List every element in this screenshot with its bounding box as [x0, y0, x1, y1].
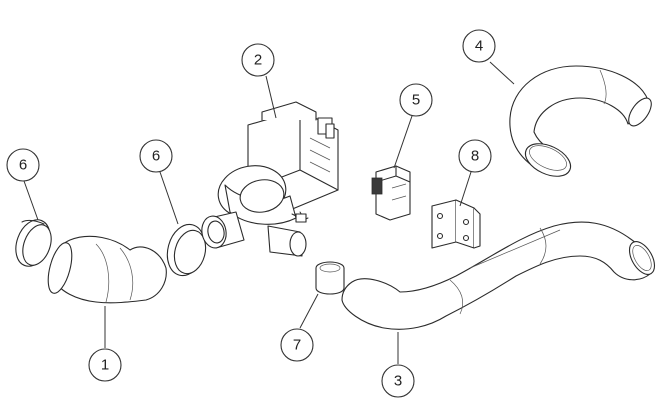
callout-label: 6: [152, 148, 160, 165]
coupling-sleeve: [315, 261, 345, 295]
callout-label: 2: [254, 52, 262, 69]
switch-part: [371, 165, 411, 221]
callout-label: 1: [101, 357, 109, 374]
long-hose: [341, 221, 656, 330]
clamp-ring-middle: [166, 223, 207, 277]
callout-7: 7: [280, 328, 314, 362]
callout-8: 8: [458, 139, 492, 173]
callout-6-left: 6: [6, 148, 40, 182]
mounting-bracket: [431, 199, 481, 249]
clamp-ring-left: [15, 219, 52, 267]
callout-label: 5: [412, 92, 420, 109]
callout-label: 4: [475, 38, 483, 55]
callout-label: 6: [19, 157, 27, 174]
pump-assembly: [201, 101, 339, 257]
callout-label: 3: [394, 373, 402, 390]
callout-1: 1: [88, 348, 122, 382]
leader-lines: [23, 61, 515, 364]
callout-label: 8: [471, 148, 479, 165]
callout-label: 7: [293, 337, 301, 354]
callout-2: 2: [241, 43, 275, 77]
u-bend-hose: [509, 65, 652, 177]
elbow-hose: [47, 235, 167, 304]
callout-5: 5: [399, 83, 433, 117]
callout-4: 4: [462, 29, 496, 63]
callout-3: 3: [381, 364, 415, 398]
callout-6-middle: 6: [139, 139, 173, 173]
